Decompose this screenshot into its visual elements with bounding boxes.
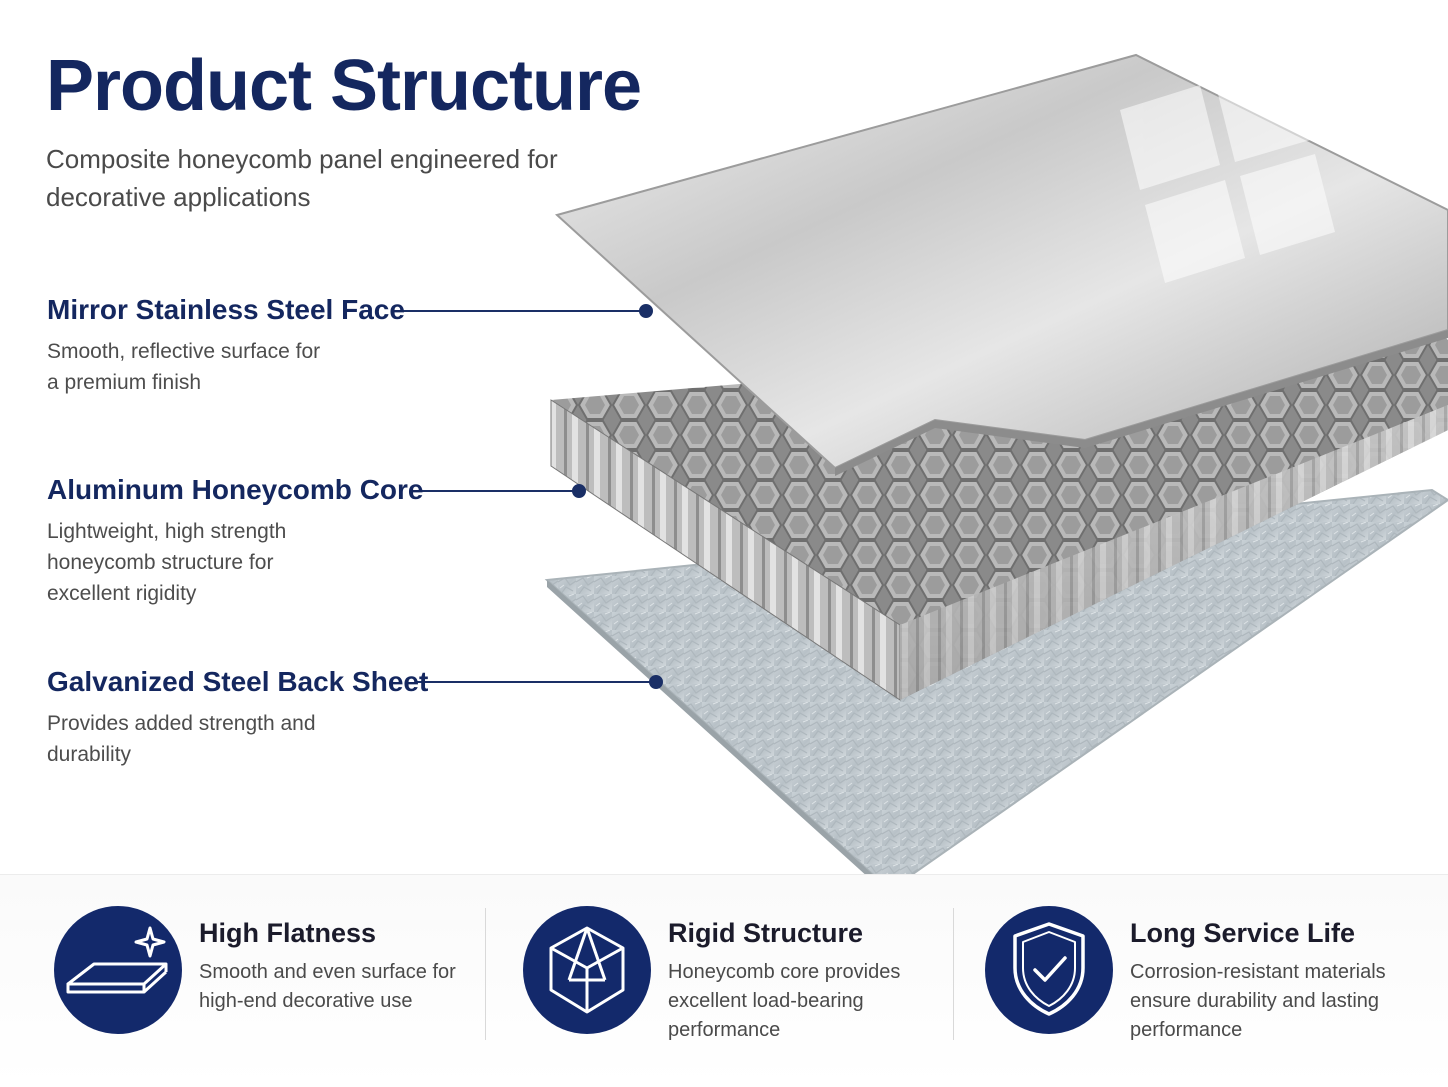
feature-title: High Flatness (199, 918, 377, 948)
feature-title: Long Service Life (1130, 918, 1356, 948)
feature-description: Honeycomb core provides excellent load-b… (668, 961, 901, 1041)
layer-description: Provides added strength and durability (47, 712, 316, 766)
layer-back-sheet: Galvanized Steel Back Sheet Provides add… (47, 664, 607, 770)
panel-layers-diagram (401, 53, 1448, 897)
divider (953, 908, 954, 1040)
layer-title: Aluminum Honeycomb Core (47, 474, 424, 505)
leader-dot-back (649, 675, 663, 689)
honeycomb-core-shape (550, 325, 1448, 701)
layer-description: Smooth, reflective surface for a premium… (47, 340, 321, 394)
feature-text: Long Service Life Corrosion-resistant ma… (1130, 916, 1430, 1045)
shield-check-icon (985, 906, 1113, 1034)
divider (485, 908, 486, 1040)
feature-description: Corrosion-resistant materials ensure dur… (1130, 961, 1386, 1041)
leader-dot-core (572, 484, 586, 498)
mirror-face-shape (554, 53, 1448, 476)
page-title: Product Structure (46, 46, 642, 126)
layer-description: Lightweight, high strength honeycomb str… (47, 520, 287, 605)
flat-panel-sparkle-icon (54, 906, 182, 1034)
feature-text: High Flatness Smooth and even surface fo… (199, 916, 499, 1016)
page-subtitle: Composite honeycomb panel engineered for… (46, 144, 558, 212)
layer-honeycomb-core: Aluminum Honeycomb Core Lightweight, hig… (47, 472, 607, 609)
feature-description: Smooth and even surface for high-end dec… (199, 961, 456, 1012)
layer-title: Mirror Stainless Steel Face (47, 294, 405, 325)
leader-dot-mirror (639, 304, 653, 318)
feature-text: Rigid Structure Honeycomb core provides … (668, 916, 968, 1045)
layer-mirror-face: Mirror Stainless Steel Face Smooth, refl… (47, 292, 607, 398)
feature-title: Rigid Structure (668, 918, 864, 948)
cube-structure-icon (523, 906, 651, 1034)
features-band (0, 874, 1448, 1087)
layer-title: Galvanized Steel Back Sheet (47, 666, 429, 697)
